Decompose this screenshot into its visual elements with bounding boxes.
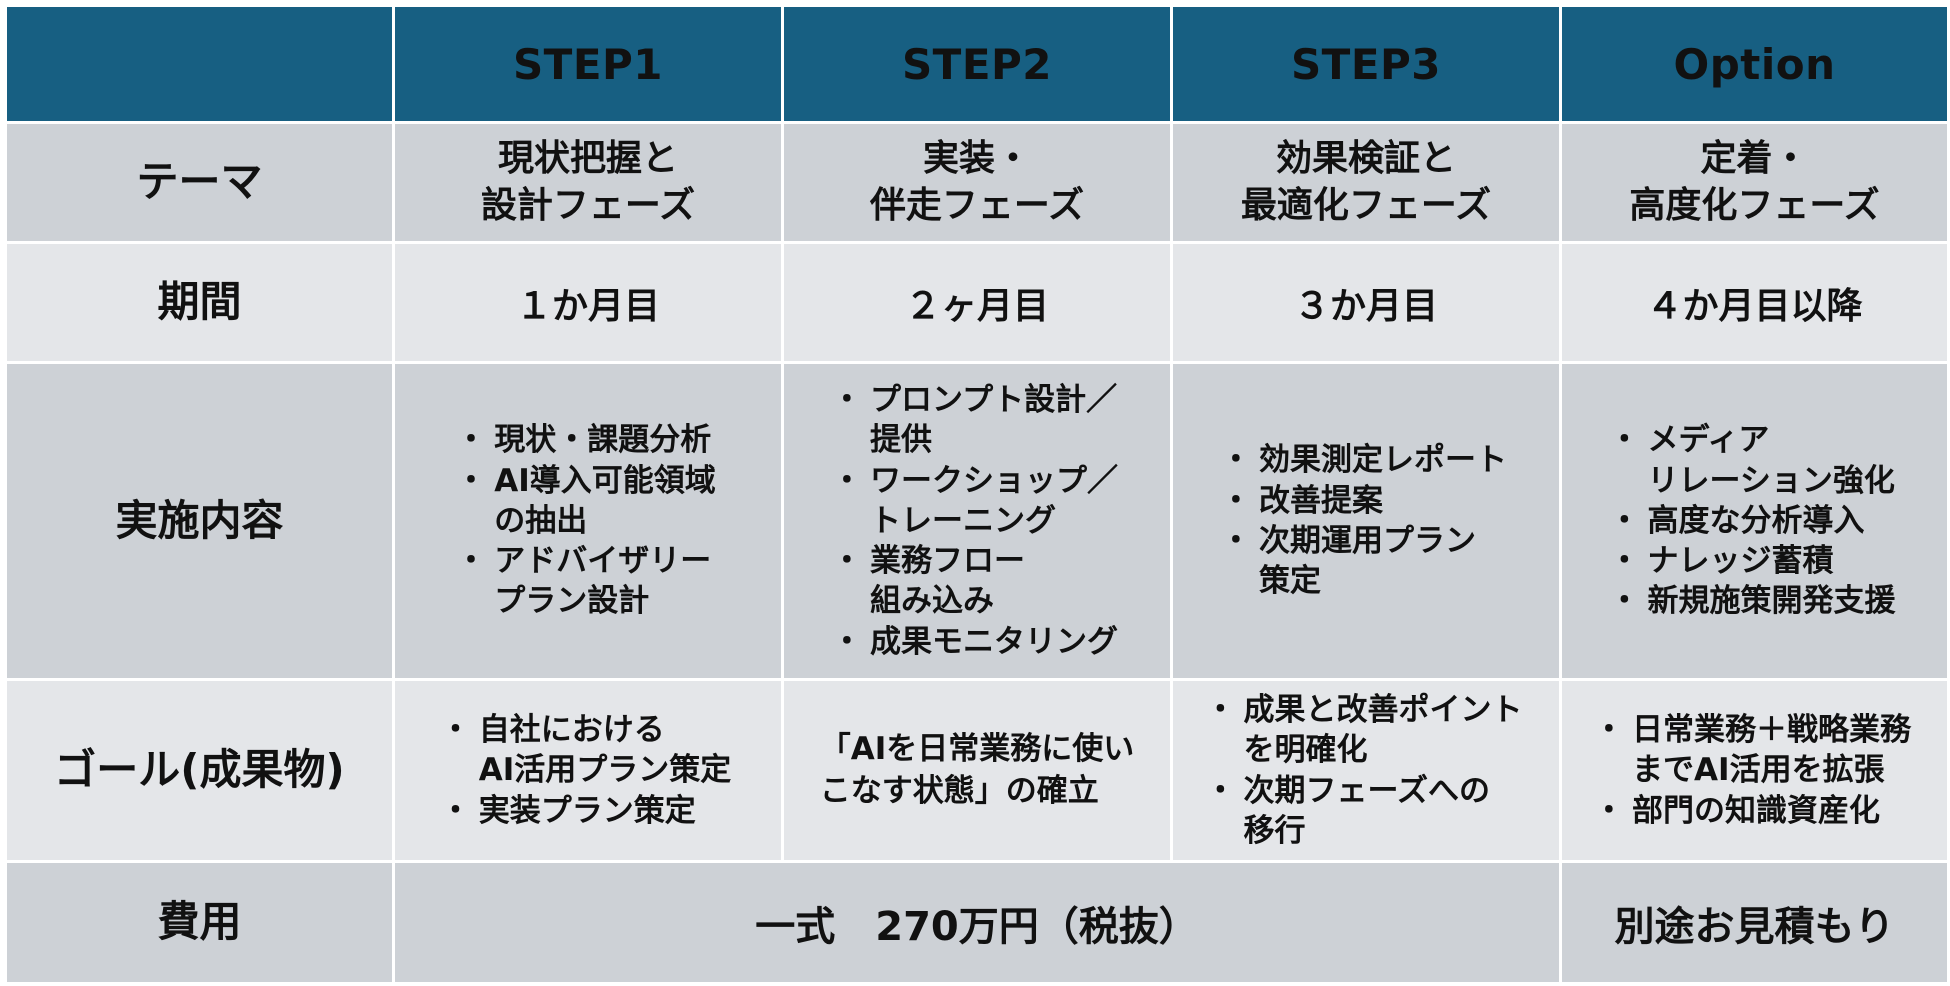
- list-item: 成果モニタリング: [831, 622, 1118, 663]
- theme-step1-line2: 設計フェーズ: [480, 184, 696, 226]
- list-item: 効果測定レポート: [1220, 440, 1507, 481]
- theme-option-line1: 定着・: [1700, 137, 1809, 179]
- theme-option: 定着・ 高度化フェーズ: [1559, 121, 1950, 244]
- goal-label: ゴール(成果物): [4, 678, 395, 863]
- header-row: STEP1 STEP2 STEP3 Option: [4, 4, 1950, 124]
- cost-row: 費用 一式 270万円（税抜） 別途お見積もり: [4, 860, 1950, 985]
- list-item: ワークショップ／トレーニング: [831, 461, 1118, 542]
- goal-step2-text: 「AIを日常業務に使い こなす状態」の確立: [820, 729, 1135, 813]
- period-step1: １か月目: [392, 241, 784, 364]
- theme-step2-line2: 伴走フェーズ: [869, 184, 1085, 226]
- content-label: 実施内容: [4, 361, 395, 681]
- period-option: ４か月目以降: [1559, 241, 1950, 364]
- theme-step2: 実装・ 伴走フェーズ: [781, 121, 1173, 244]
- cost-label: 費用: [4, 860, 395, 985]
- goal-step2: 「AIを日常業務に使い こなす状態」の確立: [781, 678, 1173, 863]
- theme-step1: 現状把握と 設計フェーズ: [392, 121, 784, 244]
- period-row: 期間 １か月目 ２ヶ月目 ３か月目 ４か月目以降: [4, 241, 1950, 364]
- theme-label: テーマ: [4, 121, 395, 244]
- cost-option: 別途お見積もり: [1559, 860, 1950, 985]
- cost-steps: 一式 270万円（税抜）: [392, 860, 1562, 985]
- header-step3: STEP3: [1170, 4, 1562, 124]
- goal-step2-line1: 「AIを日常業務に使い: [819, 730, 1135, 767]
- theme-step3: 効果検証と 最適化フェーズ: [1170, 121, 1562, 244]
- list-item: ナレッジ蓄積: [1609, 541, 1895, 582]
- list-item: 実装プラン策定: [440, 791, 732, 832]
- list-item: 現状・課題分析: [456, 420, 716, 461]
- goal-step2-line2: こなす状態」の確立: [819, 772, 1099, 809]
- theme-option-line2: 高度化フェーズ: [1629, 184, 1880, 226]
- theme-step3-line1: 効果検証と: [1275, 137, 1456, 179]
- header-corner: [4, 4, 395, 124]
- theme-step1-line1: 現状把握と: [497, 137, 678, 179]
- list-item: 部門の知識資産化: [1593, 791, 1911, 832]
- list-item: 高度な分析導入: [1609, 501, 1895, 542]
- header-step1: STEP1: [392, 4, 784, 124]
- theme-step3-line2: 最適化フェーズ: [1240, 184, 1492, 226]
- header-step2: STEP2: [781, 4, 1173, 124]
- plan-table: STEP1 STEP2 STEP3 Option テーマ 現状把握と 設計フェー…: [4, 4, 1950, 985]
- period-step3: ３か月目: [1170, 241, 1562, 364]
- header-option: Option: [1559, 4, 1950, 124]
- theme-step2-line1: 実装・: [922, 137, 1031, 179]
- list-item: 改善提案: [1220, 481, 1507, 522]
- list-item: 新規施策開発支援: [1609, 581, 1896, 622]
- period-label: 期間: [4, 241, 395, 364]
- theme-row: テーマ 現状把握と 設計フェーズ 実装・ 伴走フェーズ 効果検証と 最適化フェー…: [4, 121, 1950, 244]
- list-item: プロンプト設計／提供: [831, 380, 1118, 461]
- period-step2: ２ヶ月目: [781, 241, 1173, 364]
